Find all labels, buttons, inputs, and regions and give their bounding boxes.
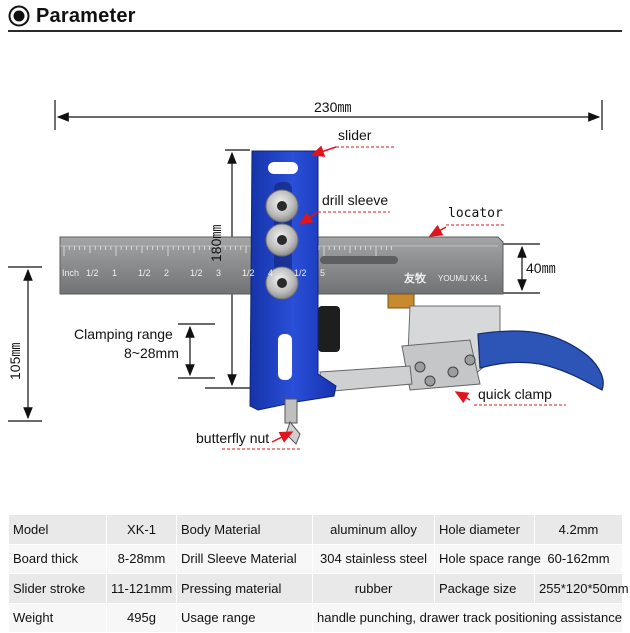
spec-value: handle punching, drawer track positionin…: [312, 602, 623, 633]
spec-key: Hole diameter: [434, 514, 535, 545]
drill-sleeve-middle[interactable]: [265, 223, 299, 257]
table-row: Board thick 8-28mm Drill Sleeve Material…: [8, 543, 623, 574]
ruler-tick-label: 1/2: [190, 268, 203, 278]
spec-value: rubber: [312, 573, 435, 604]
spec-key: Slider stroke: [8, 573, 107, 604]
spec-key: Body Material: [176, 514, 313, 545]
width-dimension: [54, 100, 603, 130]
spec-key: Drill Sleeve Material: [176, 543, 313, 574]
spec-key: Pressing material: [176, 573, 313, 604]
locator-callout-label: locator: [448, 206, 503, 221]
clamping-range-label: Clamping range: [74, 326, 173, 342]
clamping-range-dimension: [178, 323, 215, 379]
table-row: Model XK-1 Body Material aluminum alloy …: [8, 514, 623, 545]
spec-key: Hole space range: [434, 543, 541, 574]
spec-value: 11-121mm: [106, 573, 177, 604]
product-drawing: [8, 100, 604, 450]
spec-value: 495g: [106, 602, 177, 633]
page-title: Parameter: [36, 4, 136, 27]
ruler-brand-latin: YOUMU: [438, 274, 468, 283]
ruler-tick-label: 1/2: [138, 268, 151, 278]
ruler-tick-label: 1/2: [242, 268, 255, 278]
spec-key: Weight: [8, 602, 107, 633]
spec-key: Usage range: [176, 602, 313, 633]
spec-value: aluminum alloy: [312, 514, 435, 545]
drill-sleeve-bottom[interactable]: [265, 266, 299, 300]
butterfly-nut-callout-label: butterfly nut: [196, 430, 270, 446]
slider-callout-label: slider: [338, 127, 372, 143]
table-row: Weight 495g Usage range handle punching,…: [8, 602, 623, 633]
quick-clamp[interactable]: [319, 293, 604, 393]
ruler-tick-label: 4: [268, 268, 274, 278]
ruler-tick-label: 5: [320, 268, 326, 278]
callout-leaders: [222, 145, 566, 450]
quick-clamp-callout-label: quick clamp: [478, 386, 552, 402]
ruler-brand-text: 友牧: [404, 273, 426, 285]
ruler-tick-label: 1: [112, 268, 118, 278]
drill-sleeve-top[interactable]: [265, 189, 299, 223]
width-dimension-label: 230㎜: [314, 99, 352, 115]
spec-value: 304 stainless steel: [312, 543, 435, 574]
left-height-dimension: [8, 266, 42, 422]
spec-value: 4.2mm: [534, 514, 623, 545]
ruler-tick-label: 2: [164, 268, 170, 278]
spec-key: Package size: [434, 573, 535, 604]
header-divider: [8, 30, 622, 32]
spec-key: Model: [8, 514, 107, 545]
ruler-tick-label: 3: [216, 268, 222, 278]
spec-table: Model XK-1 Body Material aluminum alloy …: [8, 514, 629, 633]
spec-value: 60-162mm: [534, 543, 623, 574]
circle-icon: [8, 5, 30, 27]
drill-sleeve-callout-label: drill sleeve: [322, 192, 389, 208]
ruler-inch-label: Inch: [62, 268, 80, 278]
page-header: Parameter: [8, 4, 136, 28]
drill-sleeves[interactable]: [265, 189, 299, 300]
locator-height-label: 40㎜: [526, 260, 556, 276]
ruler-tick-label: 1/2: [86, 268, 99, 278]
locator-height-dimension: [500, 243, 540, 294]
ruler-model-mark: XK-1: [470, 274, 488, 283]
slider-height-label: 180㎜: [208, 224, 224, 262]
table-row: Slider stroke 11-121mm Pressing material…: [8, 573, 629, 604]
spec-key: Board thick: [8, 543, 107, 574]
spec-value: XK-1: [106, 514, 177, 545]
rubber-pad: [318, 306, 340, 352]
spec-value: 8-28mm: [106, 543, 177, 574]
clamping-range-value: 8~28mm: [124, 345, 179, 361]
left-height-label: 105㎜: [7, 342, 23, 380]
spec-value: 255*120*50mm: [534, 573, 629, 604]
ruler-tick-label: 1/2: [294, 268, 307, 278]
